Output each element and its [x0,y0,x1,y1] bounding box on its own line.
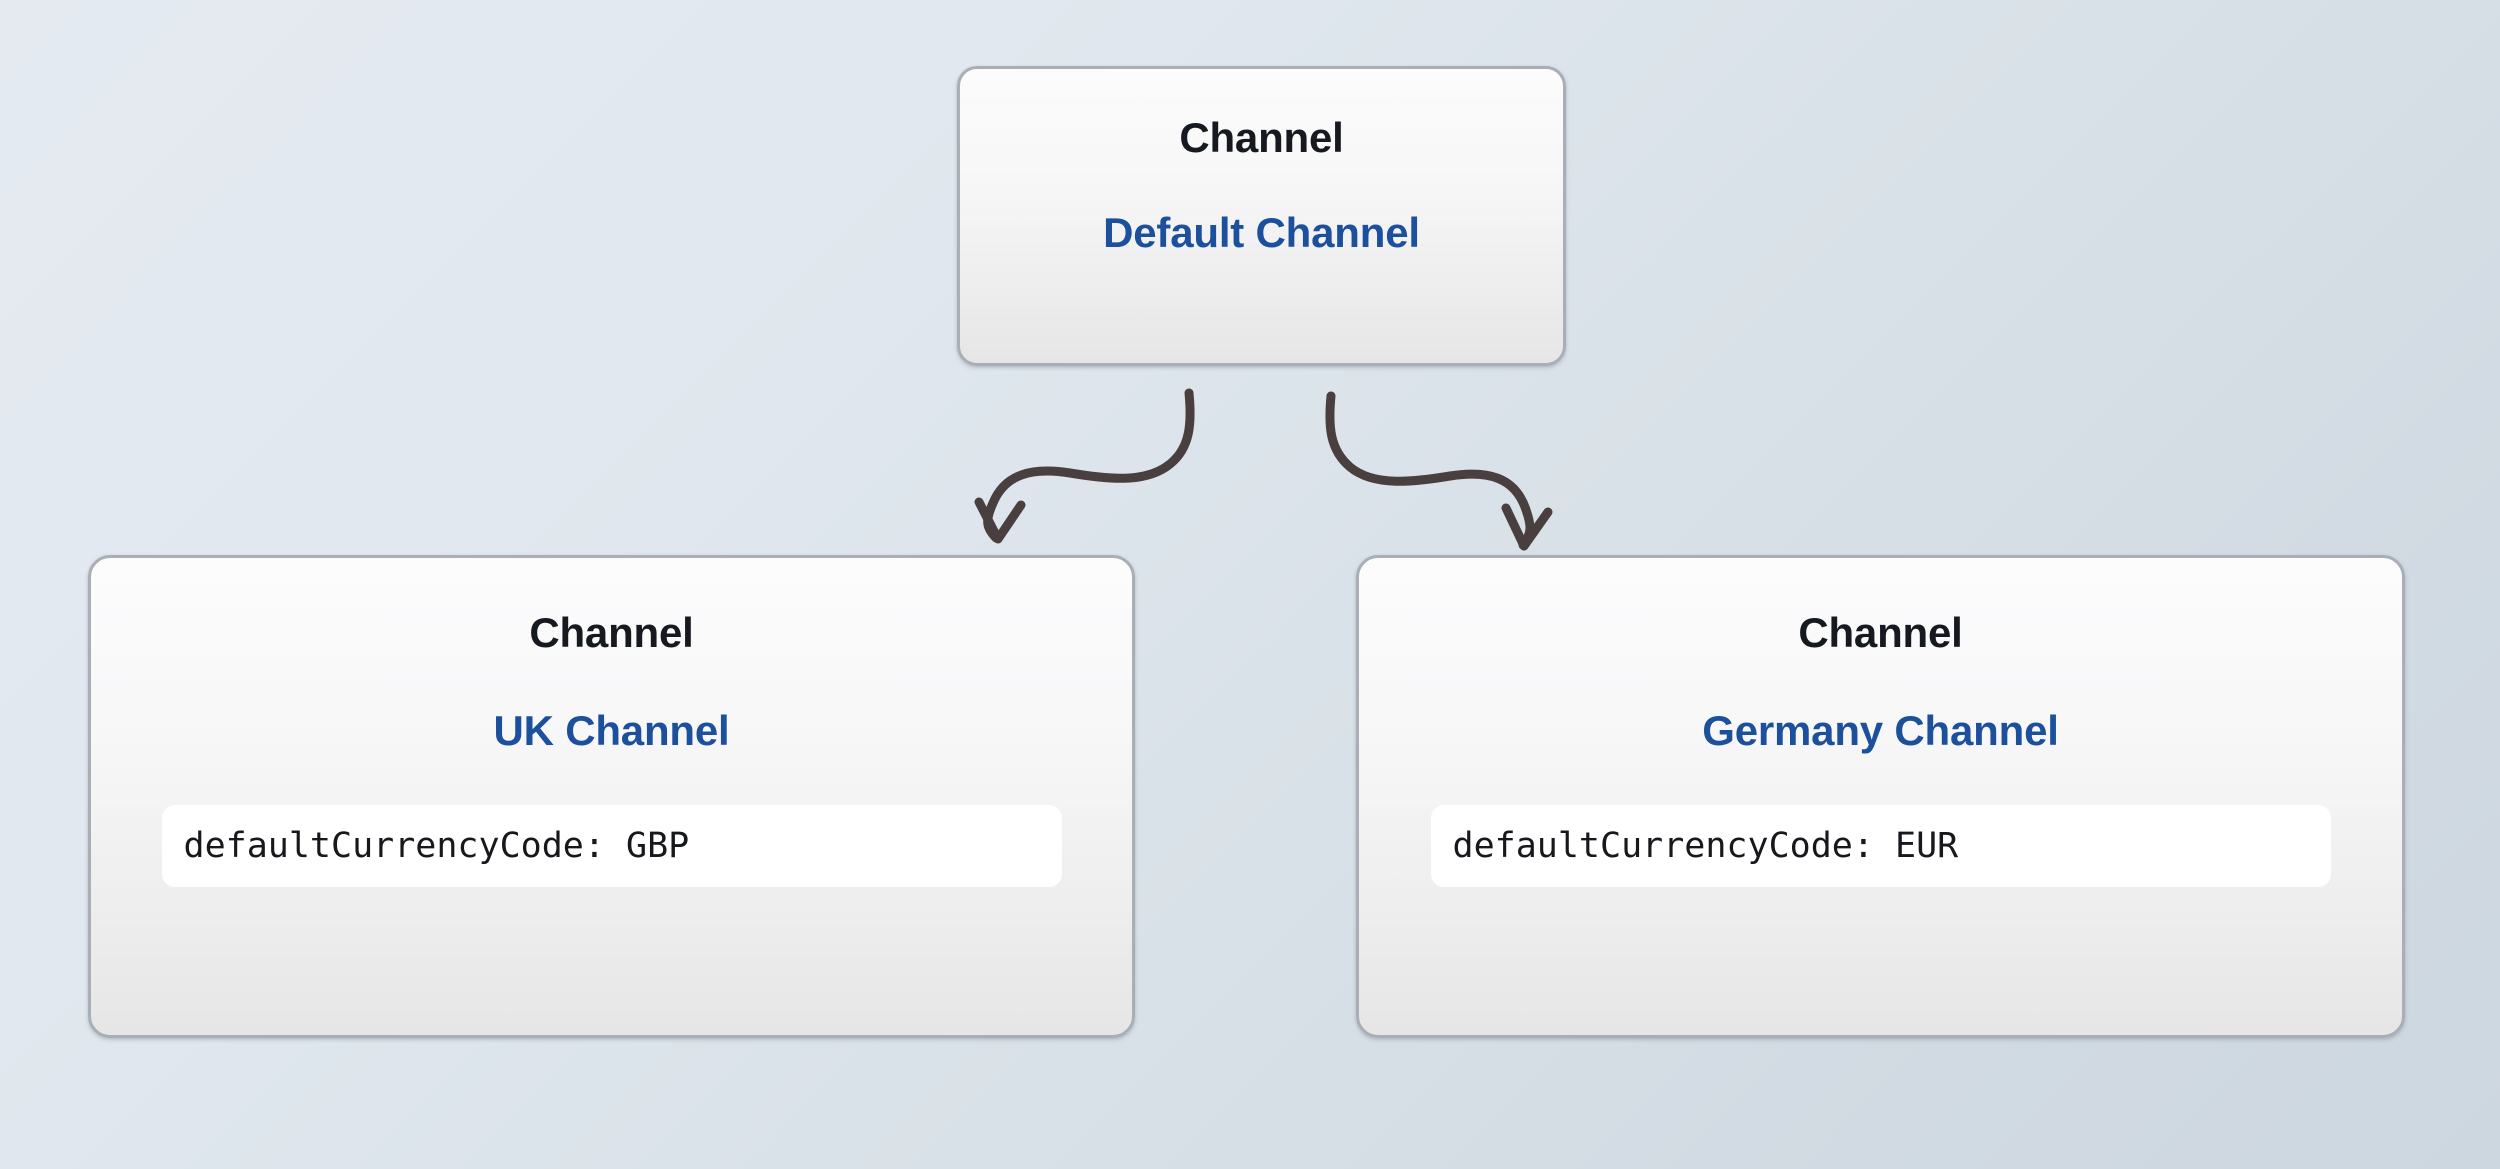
edge-root-to-uk-line [983,388,1195,543]
node-germany-channel[interactable]: Channel Germany Channel defaultCurrencyC… [1356,555,2405,1038]
node-name-label: Default Channel [1103,209,1420,256]
edge-root-to-uk [974,388,1195,544]
node-type-label: Channel [1179,114,1344,161]
edge-root-to-germany-arrowhead [1501,503,1553,551]
edge-root-to-uk-arrowhead [974,497,1026,544]
edge-root-to-germany-line [1325,391,1535,550]
node-type-label: Channel [529,609,694,656]
node-property-default-currency-code: defaultCurrencyCode: GBP [161,805,1062,887]
node-uk-channel[interactable]: Channel UK Channel defaultCurrencyCode: … [88,555,1135,1038]
node-name-label: Germany Channel [1702,707,2059,754]
node-default-channel[interactable]: Channel Default Channel [957,66,1566,366]
node-type-label: Channel [1798,609,1963,656]
node-name-label: UK Channel [493,707,730,754]
node-property-default-currency-code: defaultCurrencyCode: EUR [1430,805,2331,887]
edge-root-to-germany [1325,391,1553,551]
